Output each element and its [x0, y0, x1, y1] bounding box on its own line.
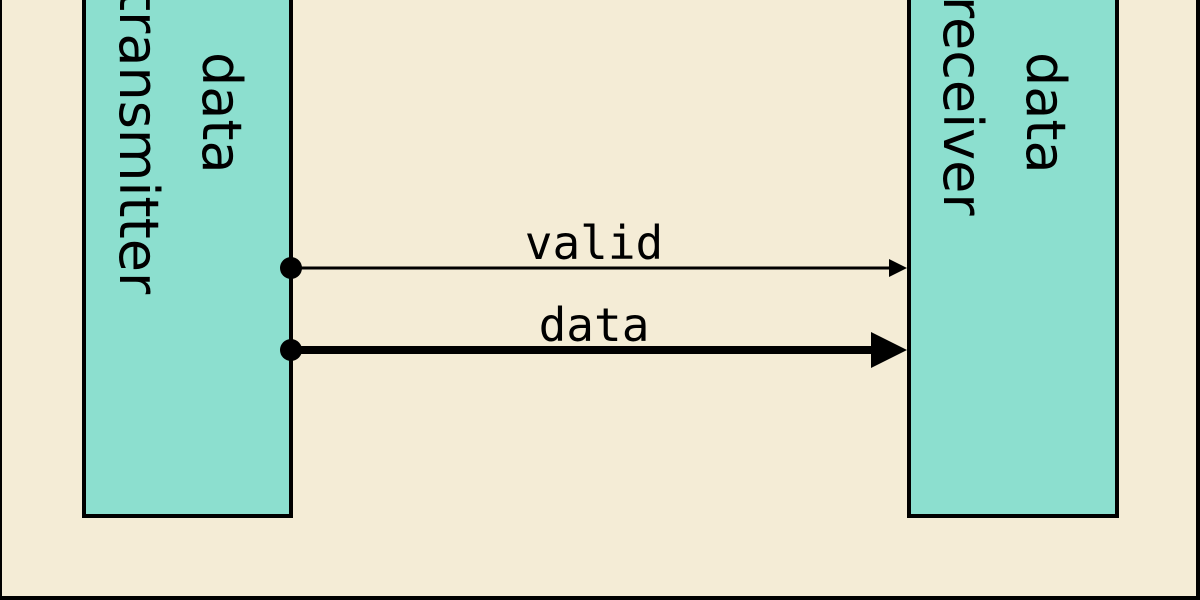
- data-arrowhead: [871, 332, 907, 368]
- receiver-label-line1: data: [1014, 52, 1077, 174]
- valid-signal-label: valid: [525, 216, 663, 270]
- valid-arrowhead: [889, 259, 907, 277]
- transmitter-label-line1: data: [190, 52, 253, 174]
- transmitter-block: [82, 0, 293, 518]
- receiver-block: [907, 0, 1119, 518]
- valid-source-dot: [280, 257, 302, 279]
- data-signal-label: data: [539, 298, 650, 352]
- data-source-dot: [280, 339, 302, 361]
- transmitter-label-line2: transmitter: [107, 0, 170, 295]
- receiver-label-line2: receiver: [931, 0, 994, 216]
